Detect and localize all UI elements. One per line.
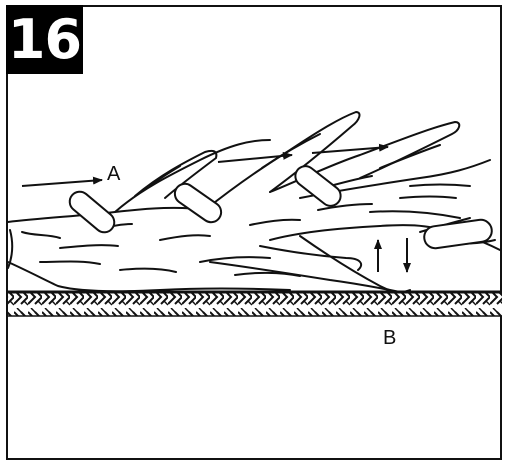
- label-a: A: [107, 163, 121, 185]
- right-arrow-icon: [21, 143, 389, 187]
- step-number-badge: 16: [6, 5, 83, 74]
- ground: [8, 290, 502, 317]
- up-down-arrow-icon: [374, 238, 411, 273]
- fingertip-pads: [68, 165, 493, 250]
- label-b: B: [383, 327, 396, 349]
